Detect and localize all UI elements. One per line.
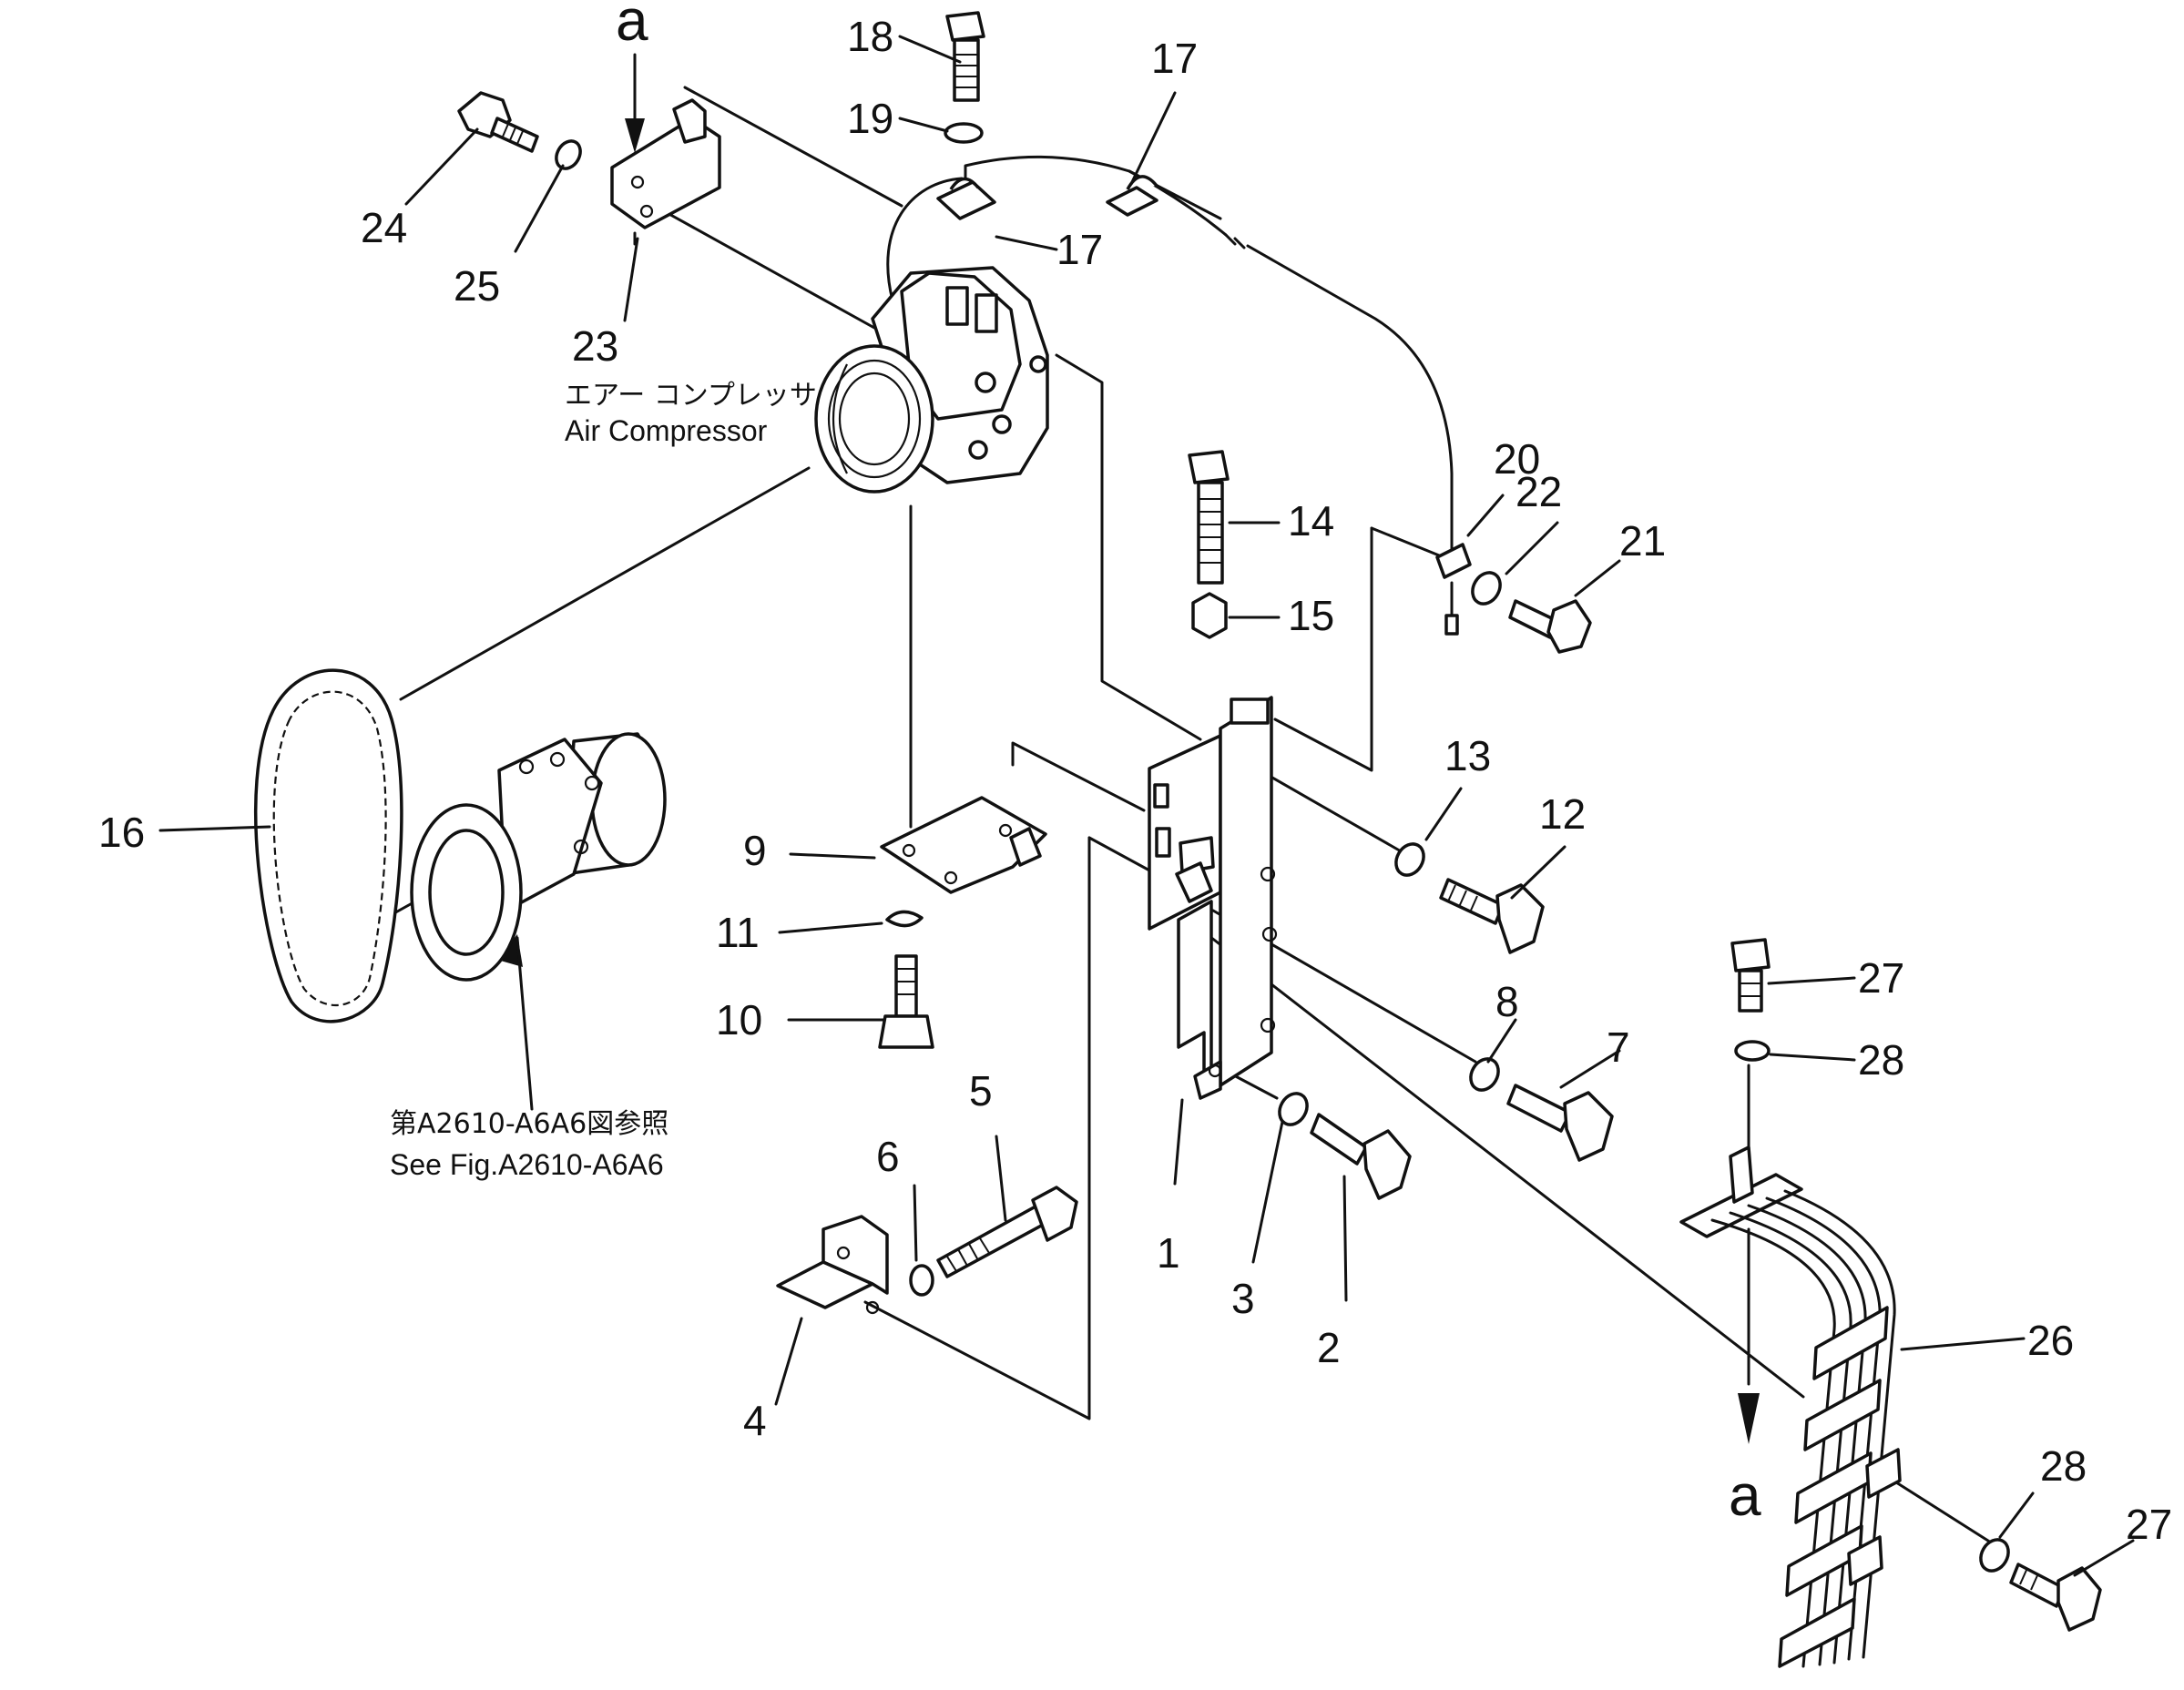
- callout-28-lower: 28: [2040, 1442, 2087, 1490]
- callout-10: 10: [716, 996, 762, 1044]
- callout-9: 9: [743, 827, 767, 874]
- washer-3: [1278, 1092, 1309, 1126]
- clamp-17-left: [936, 177, 996, 220]
- washer-19: [944, 122, 984, 144]
- bolt-5: [936, 1186, 1078, 1278]
- callout-7: 7: [1607, 1023, 1630, 1071]
- callout-24: 24: [361, 204, 407, 251]
- callout-27-lower: 27: [2126, 1501, 2172, 1548]
- callout-15: 15: [1288, 592, 1334, 639]
- assembly-lines: [332, 53, 1993, 1544]
- bolt-14: [1188, 450, 1230, 585]
- air-compressor-label-en: Air Compressor: [565, 414, 768, 447]
- callout-25: 25: [454, 262, 500, 310]
- leader-lines: [158, 35, 2135, 1577]
- washer-13: [1394, 842, 1425, 877]
- callout-20: 20: [1494, 435, 1540, 483]
- washer-28-bottom: [1979, 1538, 2010, 1573]
- callout-19: 19: [847, 95, 893, 142]
- callout-14: 14: [1288, 497, 1334, 545]
- marker-a-top: a: [616, 0, 648, 53]
- washer-6: [909, 1264, 934, 1297]
- arrow-heads: [497, 118, 1760, 1444]
- plate-9: [880, 796, 1047, 894]
- callout-12: 12: [1539, 790, 1586, 838]
- callout-27-upper: 27: [1858, 954, 1904, 1002]
- callout-18: 18: [847, 13, 893, 60]
- bolt-12: [1439, 878, 1545, 954]
- main-bracket-1: [1148, 696, 1278, 1100]
- reference-note-jp: 第A2610-A6A6図参照: [390, 1108, 668, 1140]
- bolt-18: [945, 11, 985, 102]
- bracket-4: [776, 1215, 889, 1315]
- bracket-23: [610, 98, 721, 229]
- callout-16: 16: [98, 809, 145, 856]
- callout-26: 26: [2027, 1317, 2074, 1364]
- callout-17-lower: 17: [1056, 226, 1103, 273]
- callout-22: 22: [1516, 468, 1562, 515]
- callout-1: 1: [1157, 1229, 1180, 1277]
- bolt-27-bottom: [2009, 1563, 2102, 1632]
- washer-11: [885, 910, 924, 928]
- bolt-27-top: [1730, 938, 1771, 1013]
- callout-28-upper: 28: [1858, 1036, 1904, 1084]
- washer-22: [1471, 571, 1502, 606]
- clip-20-pin: [1444, 614, 1459, 636]
- reference-note-en: See Fig.A2610-A6A6: [390, 1148, 664, 1181]
- pulley-assembly: [410, 732, 667, 982]
- callout-4: 4: [743, 1397, 767, 1444]
- callout-2: 2: [1317, 1324, 1341, 1371]
- callout-numbers: 1 2 3 4 5 6 7 8 9 10 11 12 13 14 15 16 1…: [98, 13, 2172, 1548]
- callout-13: 13: [1444, 732, 1491, 779]
- callout-5: 5: [969, 1067, 993, 1115]
- callout-8: 8: [1495, 978, 1519, 1025]
- washer-25: [555, 139, 582, 170]
- air-compressor: [814, 266, 1049, 494]
- bolt-7: [1506, 1084, 1614, 1162]
- clamp-17-right: [1106, 175, 1158, 217]
- callout-23: 23: [572, 322, 618, 370]
- callout-3: 3: [1231, 1275, 1255, 1322]
- bolt-21: [1508, 599, 1592, 654]
- cable-bundle-26: [1710, 1189, 1902, 1668]
- washer-28-top: [1734, 1040, 1771, 1062]
- clip-20: [1435, 543, 1472, 579]
- bolt-2: [1310, 1113, 1412, 1200]
- bolt-10: [878, 954, 934, 1049]
- callout-21: 21: [1619, 517, 1666, 565]
- marker-a-bottom: a: [1729, 1462, 1761, 1528]
- callout-17-upper: 17: [1151, 35, 1198, 82]
- v-belt-16: [254, 668, 403, 1023]
- washer-8: [1469, 1057, 1500, 1092]
- air-compressor-label-jp: エアー コンプレッサ: [565, 380, 817, 412]
- bolt-24: [457, 91, 539, 153]
- callout-6: 6: [876, 1133, 900, 1180]
- callout-11: 11: [716, 909, 760, 956]
- nut-15: [1191, 592, 1228, 639]
- cable-clip-bracket: [1679, 1145, 1803, 1238]
